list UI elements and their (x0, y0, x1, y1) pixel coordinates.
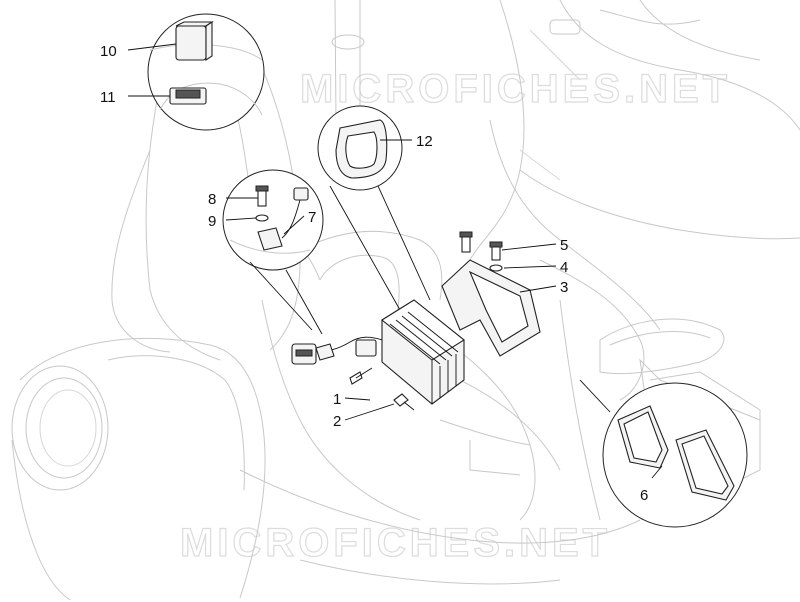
regulator-connector (355, 339, 377, 357)
callout-number-10: 10 (100, 43, 117, 60)
bracket-washer (489, 264, 503, 272)
callout-circle-gaskets (602, 371, 761, 528)
callout-circle-fuse (147, 13, 265, 131)
regulator-bolts (349, 367, 415, 411)
scooter-rear-outline (429, 0, 800, 521)
bracket-bolt-right (491, 245, 501, 261)
callout-number-7: 7 (308, 209, 316, 226)
callout-circle-switch (222, 169, 324, 271)
switch-part (257, 227, 283, 251)
regulator-bracket-part (441, 231, 541, 357)
callout-number-2: 2 (333, 413, 341, 430)
bracket-bolt-left (461, 235, 471, 253)
callout-number-4: 4 (560, 259, 568, 276)
voltage-regulator-part (291, 299, 465, 405)
callout-number-1: 1 (333, 391, 341, 408)
callout-number-11: 11 (100, 89, 116, 106)
callout-number-3: 3 (560, 279, 568, 296)
callout-number-9: 9 (208, 213, 216, 230)
bubble-connectors (249, 185, 611, 413)
fuse-cover-part (175, 25, 207, 61)
watermark-top: MICROFICHES.NET (300, 67, 731, 111)
callout-number-8: 8 (208, 191, 216, 208)
callout-number-6: 6 (640, 487, 648, 504)
callout-circle-grommet (317, 105, 403, 191)
callout-numbers: 10 11 8 9 7 12 5 4 3 1 2 6 (100, 43, 648, 504)
callout-number-5: 5 (560, 237, 568, 254)
callout-number-12: 12 (416, 133, 433, 150)
washer-part (255, 214, 269, 222)
callout-leaders (127, 43, 663, 479)
